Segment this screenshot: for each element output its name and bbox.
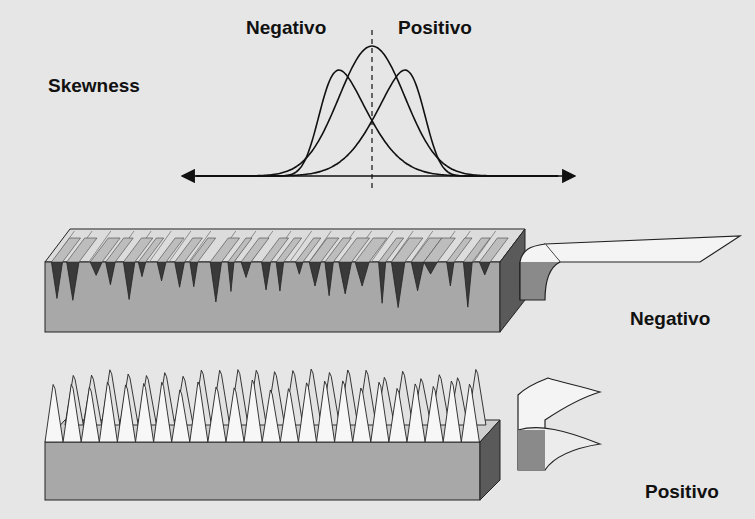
distribution-curve — [196, 70, 558, 176]
skew-label: Positivo — [398, 18, 472, 39]
distribution-curve — [196, 70, 558, 176]
skew-label: Positivo — [645, 482, 719, 503]
positive-contact-sketch — [518, 378, 600, 470]
distribution-curve — [195, 46, 558, 176]
skew-label: Negativo — [630, 309, 710, 330]
distribution-curves — [195, 46, 558, 176]
negative-contact-sketch — [520, 236, 740, 300]
chart-title: Skewness — [48, 76, 140, 97]
peak-texture — [45, 369, 486, 442]
skew-label: Negativo — [246, 18, 326, 39]
center-line — [371, 30, 372, 192]
negative-surface-block — [45, 229, 525, 332]
valley-texture — [51, 231, 508, 308]
x-axis — [182, 175, 575, 177]
